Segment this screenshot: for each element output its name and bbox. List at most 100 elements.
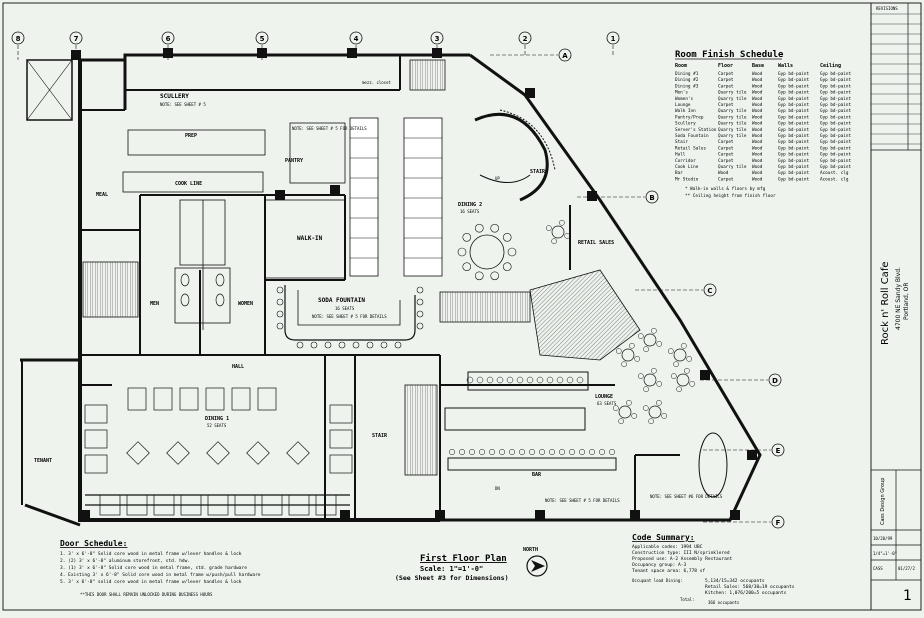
revision-rows bbox=[871, 13, 921, 145]
room-label-dining-2: DINING 2 bbox=[458, 202, 482, 208]
chair bbox=[667, 348, 674, 354]
stool bbox=[276, 322, 284, 330]
finish-cell: Wood bbox=[752, 170, 763, 176]
chair bbox=[651, 327, 657, 334]
bar-stool bbox=[546, 376, 554, 384]
grid-column-label: 6 bbox=[166, 35, 171, 43]
chair bbox=[676, 386, 682, 393]
bar-stool bbox=[548, 448, 556, 456]
bar-stool bbox=[578, 448, 586, 456]
room-seats-dining-2: 16 SEATS bbox=[460, 209, 480, 214]
dining-table bbox=[246, 441, 270, 465]
bar-stool bbox=[466, 376, 474, 384]
code-summary-line: Occupancy group: A-3 bbox=[632, 562, 686, 568]
finish-cell: Wood bbox=[752, 121, 763, 127]
finish-cell: Gyp bd-paint bbox=[820, 96, 851, 102]
finish-cell: Carpet bbox=[718, 71, 734, 77]
finish-cell: Gyp bd-paint bbox=[778, 77, 809, 83]
grid-bubble bbox=[703, 283, 717, 297]
chair bbox=[626, 399, 632, 406]
room-labels: SCULLERY NOTE: SEE SHEET # 5 PREP COOK L… bbox=[34, 80, 723, 503]
chair bbox=[631, 413, 638, 419]
bar-stool bbox=[498, 448, 506, 456]
grid-column-label: 3 bbox=[435, 35, 440, 43]
lounge-table bbox=[673, 348, 687, 362]
chair bbox=[684, 367, 690, 374]
room-label-soda-fountain: SODA FOUNTAIN bbox=[318, 297, 365, 304]
grid-row-label: A bbox=[562, 52, 568, 60]
booth-table bbox=[84, 429, 108, 449]
room-label-tenant: TENANT bbox=[34, 458, 52, 464]
bar-stool bbox=[478, 448, 486, 456]
grid-bubble bbox=[768, 373, 782, 387]
occupant-load-line: Kitchen: 1,076/200=5 occupants bbox=[705, 590, 787, 596]
bar-stool bbox=[506, 376, 514, 384]
finish-cell: Gyp bd-paint bbox=[820, 158, 851, 164]
finish-cell: Wood bbox=[752, 90, 763, 96]
bar-counter bbox=[444, 371, 728, 498]
stool bbox=[416, 286, 424, 294]
column bbox=[275, 190, 285, 200]
chair bbox=[661, 413, 668, 419]
bar-stool bbox=[508, 448, 516, 456]
finish-cell: Gyp bd-paint bbox=[820, 145, 851, 151]
bar-stool bbox=[516, 376, 524, 384]
bar-stool bbox=[476, 376, 484, 384]
stool bbox=[416, 322, 424, 330]
column bbox=[630, 510, 640, 520]
chair bbox=[559, 219, 565, 226]
finish-cell: Gyp bd-paint bbox=[778, 170, 809, 176]
finish-cell: Carpet bbox=[718, 145, 734, 151]
room-seats-lounge: 63 SEATS bbox=[597, 401, 617, 406]
dining-table bbox=[286, 441, 310, 465]
dining-table bbox=[126, 441, 150, 465]
sheet-drawn: CASS bbox=[873, 566, 883, 571]
finish-note: * Walk-in walls & floors by mfg bbox=[685, 186, 766, 192]
code-summary-title: Code Summary: bbox=[632, 533, 695, 542]
stool bbox=[416, 298, 424, 306]
finish-cell: Lounge bbox=[675, 102, 691, 108]
room-label-pantry: PANTRY bbox=[285, 158, 303, 164]
chair bbox=[474, 271, 484, 281]
finish-cell: Carpet bbox=[718, 176, 734, 182]
grid-column-label: 2 bbox=[523, 35, 528, 43]
finish-cell: Quarry tile bbox=[718, 108, 747, 114]
sheet-number: 1 bbox=[903, 588, 912, 604]
chair bbox=[629, 342, 635, 349]
finish-note: ** Ceiling height from finish floor bbox=[685, 193, 776, 199]
room-label-stair: STAIR bbox=[372, 433, 388, 439]
finish-cell: Gyp bd-paint bbox=[778, 102, 809, 108]
door-schedule: Door Schedule: 1. 3' x 6'-8" Solid core … bbox=[60, 539, 261, 597]
left-stair bbox=[82, 261, 139, 318]
lounge-tables bbox=[545, 219, 696, 425]
title-block-border bbox=[870, 2, 922, 611]
occupant-load-label: Occupant load Dining: bbox=[632, 578, 683, 583]
finish-cell: Gyp bd-paint bbox=[778, 114, 809, 120]
finish-cell: Carpet bbox=[718, 102, 734, 108]
finish-cell: Men's bbox=[675, 90, 688, 96]
project-address-1: 4700 NE Sandy Blvd. bbox=[895, 267, 902, 330]
finish-cell: Stair bbox=[675, 139, 688, 145]
chair bbox=[656, 341, 663, 347]
finish-cell: Gyp bd-paint bbox=[820, 121, 851, 127]
grid-column-label: 7 bbox=[74, 35, 79, 43]
finish-cell: Gyp bd-paint bbox=[778, 176, 809, 182]
chair bbox=[490, 271, 500, 281]
finish-cell: Wood bbox=[752, 133, 763, 139]
bar-stool bbox=[448, 448, 456, 456]
toilet bbox=[215, 273, 225, 287]
finish-cell: Quarry tile bbox=[718, 121, 747, 127]
booth-table bbox=[84, 454, 108, 474]
stool bbox=[276, 298, 284, 306]
dining-table bbox=[206, 441, 230, 465]
finish-cell: Gyp bd-paint bbox=[778, 83, 809, 89]
finish-cell: Acoust. clg bbox=[820, 176, 849, 182]
finish-cell: Wood bbox=[752, 164, 763, 170]
room-label-lounge: LOUNGE bbox=[595, 394, 613, 400]
title-block-lines bbox=[871, 3, 921, 581]
grid-row-label: F bbox=[776, 519, 781, 527]
chair bbox=[656, 399, 662, 406]
grid-bubble bbox=[771, 515, 785, 529]
toilet bbox=[180, 273, 190, 287]
